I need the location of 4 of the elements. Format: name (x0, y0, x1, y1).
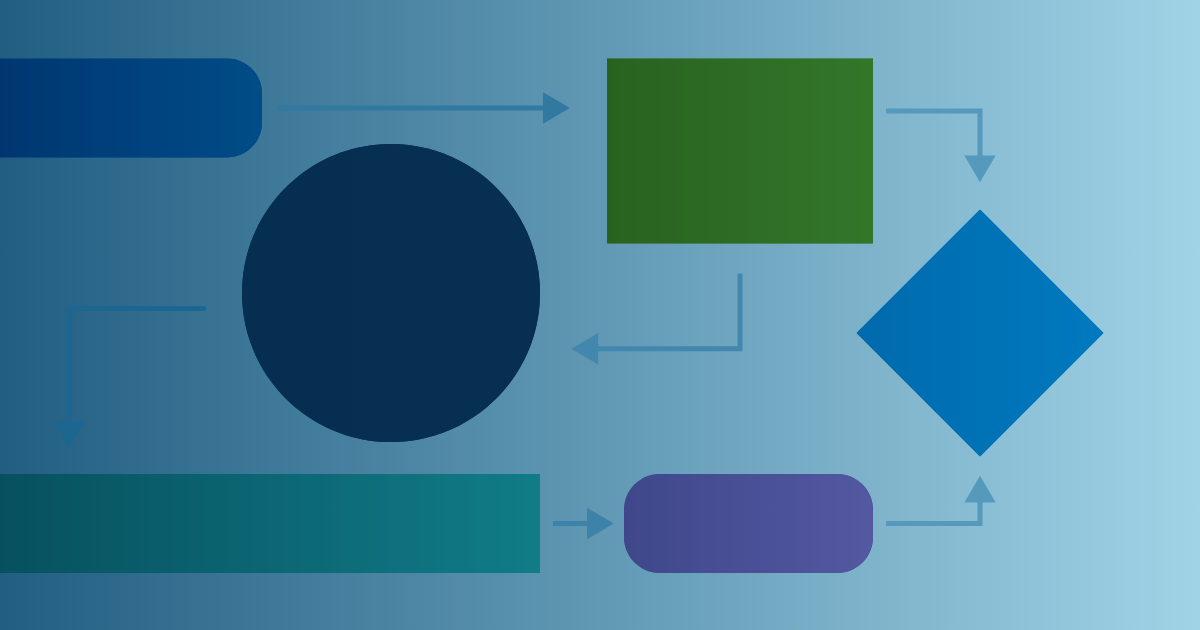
rectangle (607, 58, 873, 244)
rounded-box (624, 474, 873, 573)
bar (0, 474, 540, 573)
rounded-box (0, 58, 262, 158)
